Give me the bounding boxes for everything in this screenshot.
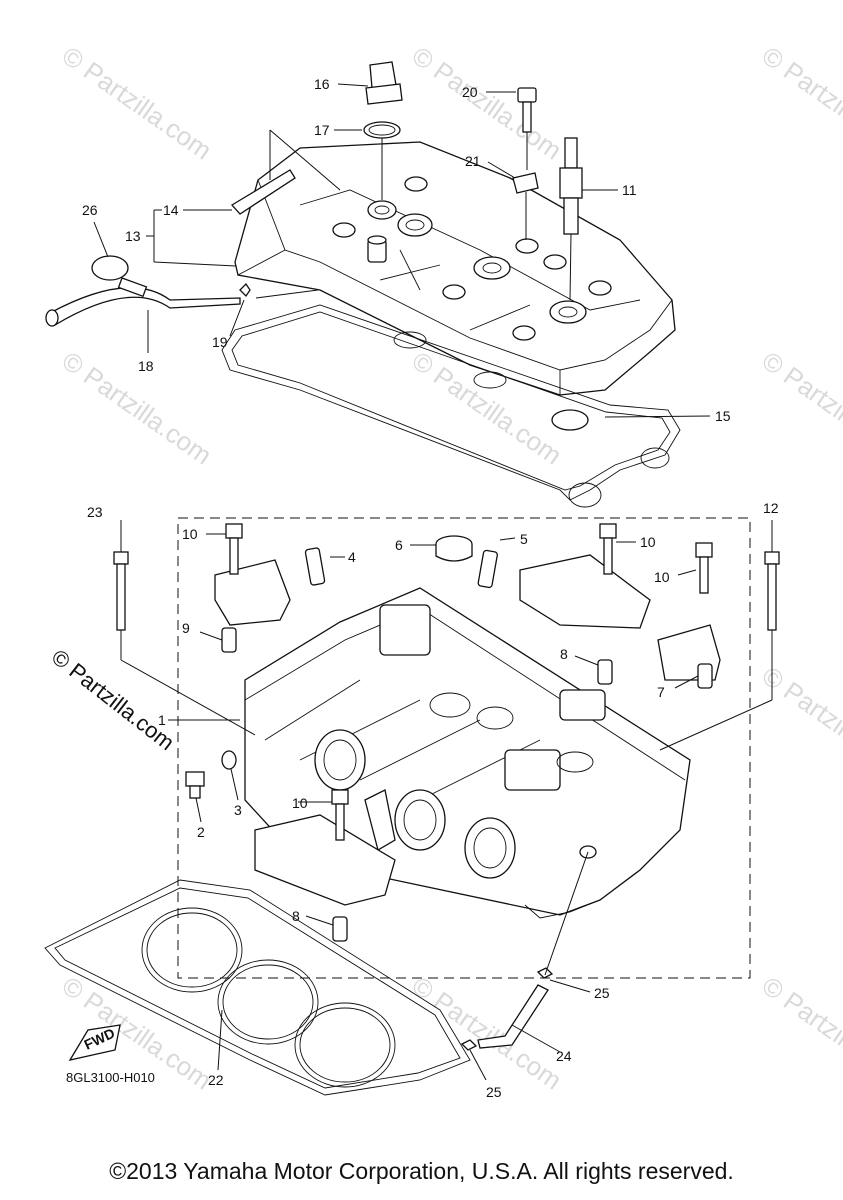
callout-10-a: 10 xyxy=(182,526,198,542)
head-bolt xyxy=(113,551,780,631)
callout-9: 9 xyxy=(182,620,190,636)
callout-3: 3 xyxy=(234,802,242,818)
watermark-8: © Partzilla.com xyxy=(757,660,843,785)
callout-14: 14 xyxy=(163,202,179,218)
hose-clip xyxy=(536,967,554,979)
parts-diagram: © Partzilla.com © Partzilla.com © Partzi… xyxy=(44,40,843,1100)
callout-25-b: 25 xyxy=(486,1084,502,1100)
diagram-code: 8GL3100-H010 xyxy=(66,1070,155,1085)
assembly-boundary xyxy=(177,517,751,979)
valve-guide xyxy=(304,547,498,589)
callout-2: 2 xyxy=(197,824,205,840)
callout-19: 19 xyxy=(212,334,228,350)
watermark-11: © Partzilla.com xyxy=(757,970,843,1095)
callout-4: 4 xyxy=(348,549,356,565)
callout-10-b: 10 xyxy=(640,534,656,550)
cam-cap xyxy=(214,554,721,906)
callout-24: 24 xyxy=(556,1048,572,1064)
watermark-6: © Partzilla.com xyxy=(757,345,843,470)
callout-23: 23 xyxy=(87,504,103,520)
grommet xyxy=(512,172,539,194)
callout-25-a: 25 xyxy=(594,985,610,1001)
dowel-pin xyxy=(221,627,713,942)
callout-10-c: 10 xyxy=(654,569,670,585)
spark-plug xyxy=(559,137,583,235)
callout-15: 15 xyxy=(715,408,731,424)
clip-19 xyxy=(239,282,251,298)
plate-14 xyxy=(230,169,296,215)
callout-1: 1 xyxy=(158,712,166,728)
callout-10-d: 10 xyxy=(292,795,308,811)
callout-12: 12 xyxy=(763,500,779,516)
hose-clip-2 xyxy=(460,1039,478,1051)
callout-21: 21 xyxy=(465,153,481,169)
callout-20: 20 xyxy=(462,84,478,100)
watermark-3: © Partzilla.com xyxy=(757,40,843,165)
water-hose xyxy=(477,984,549,1049)
callout-8-b: 8 xyxy=(292,908,300,924)
callout-16: 16 xyxy=(314,76,330,92)
cylinder-head xyxy=(244,587,691,919)
callout-13: 13 xyxy=(125,228,141,244)
copyright-notice: ©2013 Yamaha Motor Corporation, U.S.A. A… xyxy=(109,1158,734,1184)
callout-5: 5 xyxy=(520,531,528,547)
head-plug xyxy=(435,535,473,562)
cam-cap-bolt xyxy=(225,523,713,841)
callout-17: 17 xyxy=(314,122,330,138)
bolt-washer xyxy=(185,750,237,799)
callout-18: 18 xyxy=(138,358,154,374)
watermark-1: © Partzilla.com xyxy=(57,40,218,165)
callout-22: 22 xyxy=(208,1072,224,1088)
head-gasket xyxy=(44,879,471,1096)
partzilla-watermark: © Partzilla.com xyxy=(47,644,179,755)
callout-6: 6 xyxy=(395,537,403,553)
cover-gasket xyxy=(221,304,681,508)
callout-7: 7 xyxy=(657,684,665,700)
breather-hose xyxy=(49,287,241,326)
watermark-4: © Partzilla.com xyxy=(57,345,218,470)
oil-filler-cap xyxy=(365,61,403,105)
valve-cover xyxy=(234,141,676,396)
cover-bolt xyxy=(517,87,537,133)
callout-labels: 16 17 20 21 11 14 13 26 18 19 15 23 12 1… xyxy=(82,76,779,1100)
fwd-arrow: FWD xyxy=(68,1024,121,1061)
callout-26: 26 xyxy=(82,202,98,218)
callout-11: 11 xyxy=(622,182,637,198)
hose-clamp xyxy=(91,255,148,298)
callout-8-a: 8 xyxy=(560,646,568,662)
leader-lines xyxy=(93,83,773,1081)
